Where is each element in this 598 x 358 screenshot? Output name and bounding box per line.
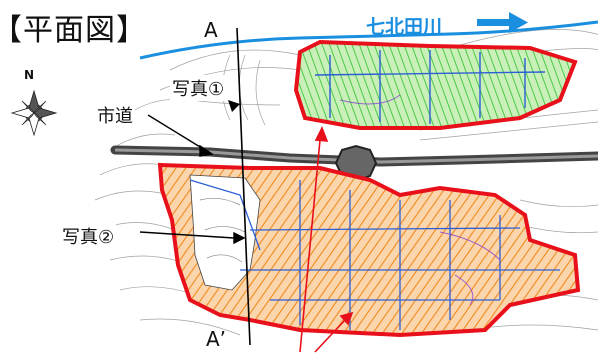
section-a-prime-label: A’ <box>206 327 227 351</box>
photo-1-label: 写真① <box>170 75 227 101</box>
section-line-a <box>236 27 251 346</box>
river-line <box>139 20 598 60</box>
photo-1-marker <box>228 100 240 112</box>
map-title: 【平面図】 <box>0 13 147 48</box>
fill-area-north <box>293 39 578 130</box>
photo-2-label: 写真② <box>60 223 117 249</box>
north-label: N <box>24 68 35 82</box>
arrow-right-icon <box>477 12 528 33</box>
section-a-label: A <box>204 18 218 42</box>
drainage-south <box>189 179 560 330</box>
city-road-label: 市道 <box>95 102 135 128</box>
drainage-north <box>314 50 546 124</box>
river-label: 七北田川 <box>366 16 443 38</box>
compass-rose-icon <box>10 89 58 137</box>
fill-area-south <box>157 162 581 338</box>
